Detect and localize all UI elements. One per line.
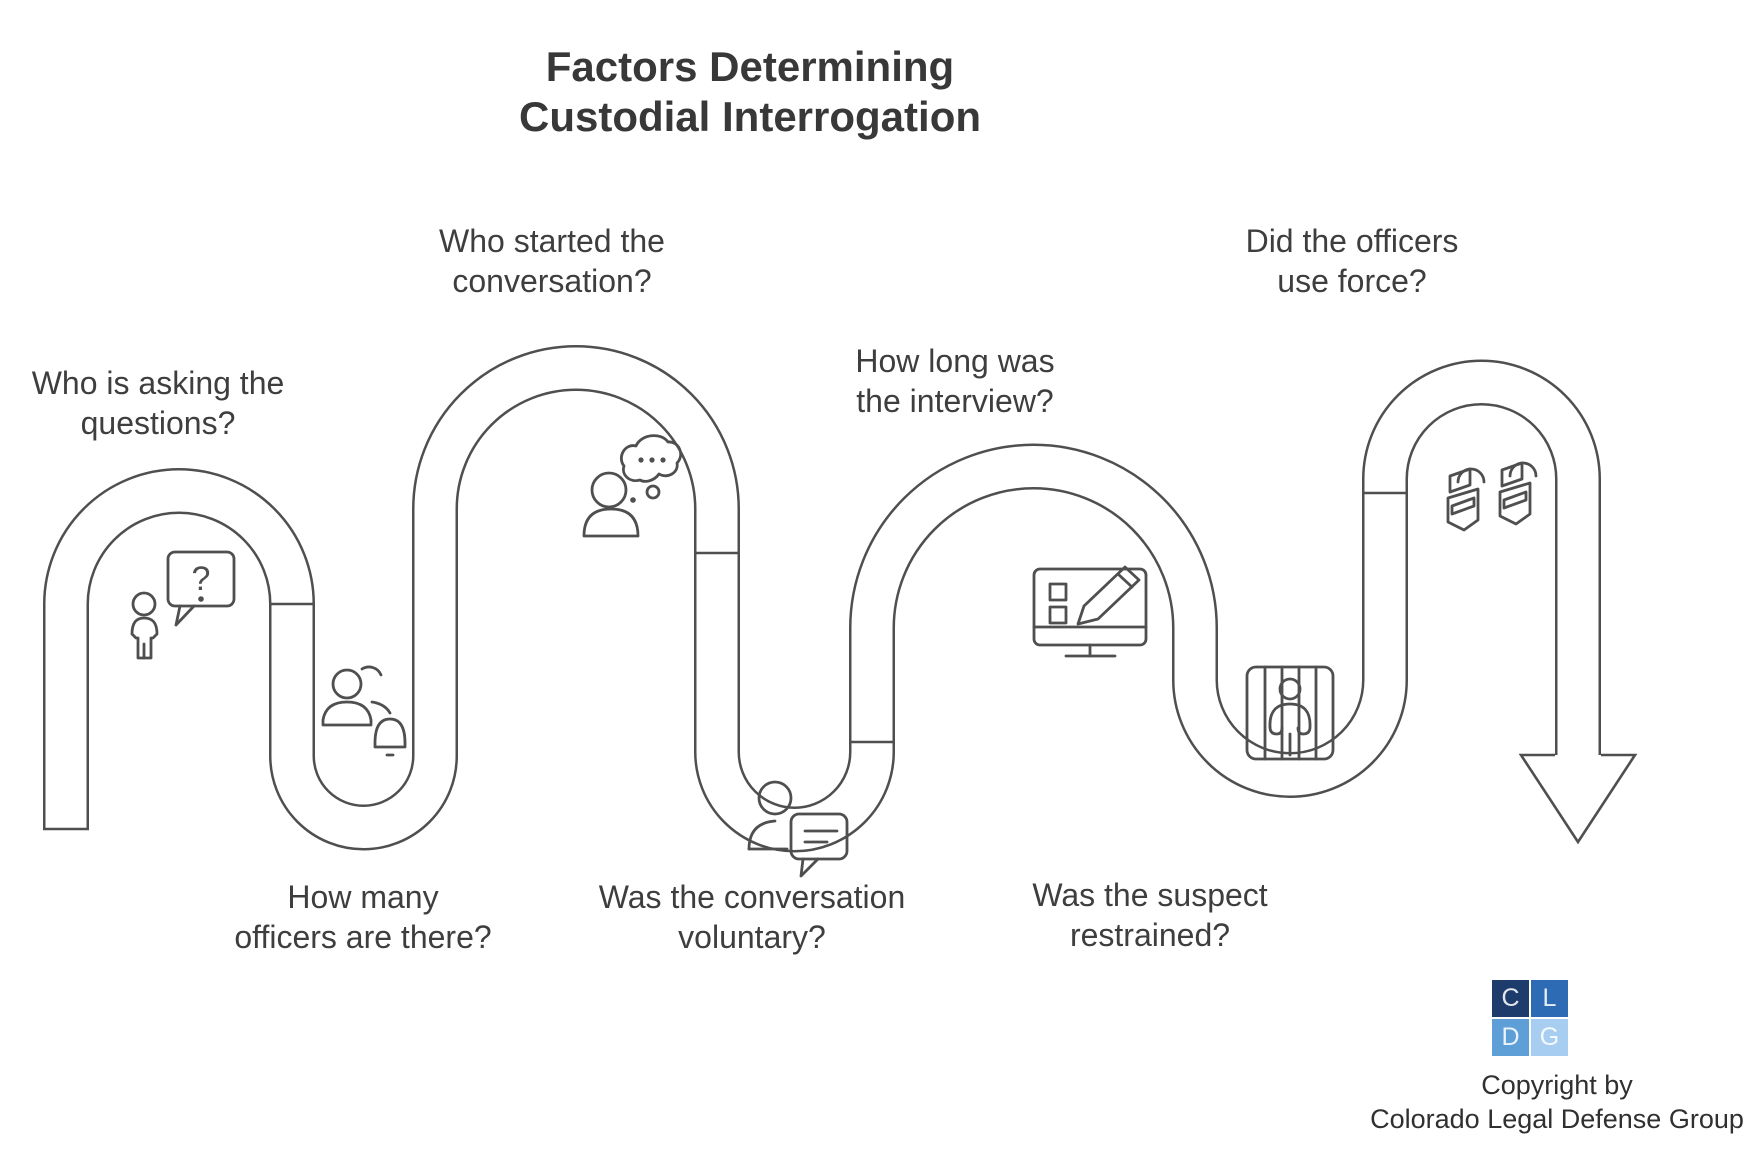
officers-bell-icon [321, 665, 407, 757]
factor-label-use-force: Did the officers use force? [1245, 223, 1459, 299]
person-chat-bubble-icon [747, 780, 849, 878]
copyright-text: Copyright by Colorado Legal Defense Grou… [1370, 1070, 1744, 1134]
page-title: Factors Determining Custodial Interrogat… [519, 43, 981, 140]
monitor-pencil-icon [1032, 565, 1148, 658]
person-question-bubble-icon: ? [130, 550, 236, 660]
factor-label-voluntary: Was the conversation voluntary? [598, 879, 906, 955]
factor-label-restrained: Was the suspect restrained? [1032, 877, 1268, 953]
question-mark-glyph: ? [192, 560, 211, 598]
person-behind-bars-icon [1245, 665, 1335, 761]
logo-square-g: G [1531, 1019, 1568, 1056]
logo-square-d: D [1492, 1019, 1529, 1056]
person-thinking-icon [582, 434, 682, 538]
arrow-down [1518, 753, 1638, 845]
winding-path [43, 345, 1638, 853]
factor-label-who-asking: Who is asking the questions? [31, 365, 285, 441]
handcuffs-icon [1446, 461, 1538, 532]
factor-label-how-many: How many officers are there? [234, 879, 492, 955]
logo-square-l: L [1531, 980, 1568, 1017]
logo-square-c: C [1492, 980, 1529, 1017]
factor-label-who-started: Who started the conversation? [439, 223, 665, 299]
factor-label-how-long: How long was the interview? [855, 343, 1055, 419]
